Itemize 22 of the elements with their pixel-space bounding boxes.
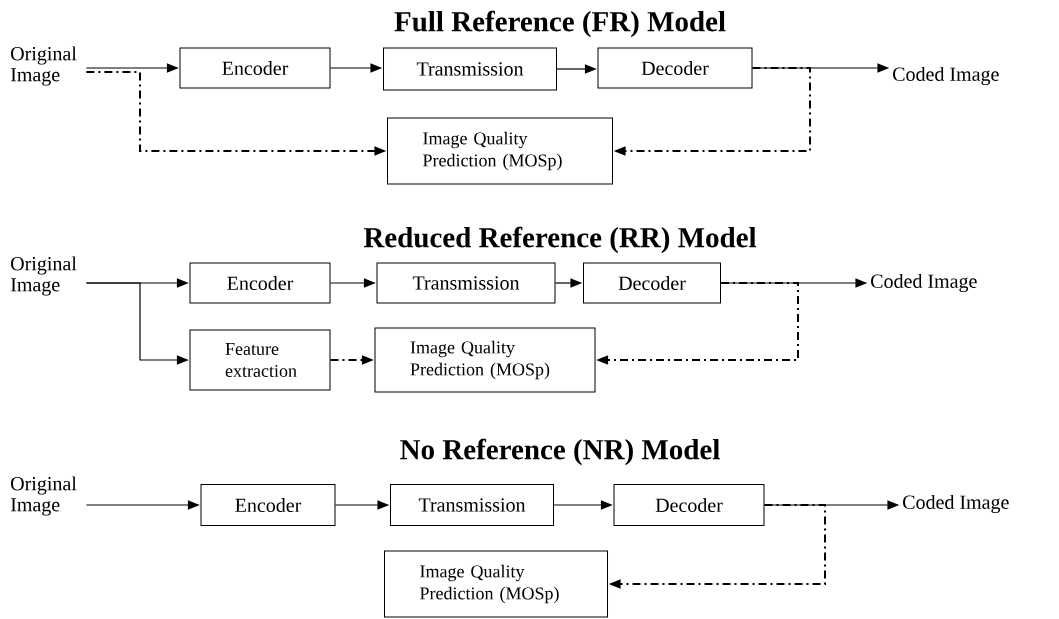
- process-box: Image Quality Prediction (MOSp): [384, 550, 608, 618]
- process-box: Encoder: [179, 47, 331, 89]
- process-box: Image Quality Prediction (MOSp): [374, 327, 596, 393]
- process-box: Transmission: [390, 484, 554, 526]
- section-heading: Full Reference (FR) Model: [394, 10, 726, 38]
- process-box: Decoder: [583, 262, 721, 304]
- process-box: Encoder: [189, 262, 331, 304]
- process-box: Image Quality Prediction (MOSp): [387, 117, 613, 185]
- process-box: Decoder: [597, 47, 753, 89]
- output-label: Coded Image: [871, 273, 977, 293]
- input-label: Original Image: [10, 46, 77, 86]
- process-box: Transmission: [376, 262, 556, 304]
- section-heading: No Reference (NR) Model: [400, 438, 720, 466]
- section-heading: Reduced Reference (RR) Model: [363, 226, 757, 254]
- process-box: Encoder: [200, 484, 336, 526]
- process-box: Transmission: [383, 47, 557, 91]
- process-box: Decoder: [613, 484, 765, 526]
- input-label: Original Image: [10, 256, 77, 296]
- output-label: Coded Image: [903, 494, 1009, 514]
- output-label: Coded Image: [893, 66, 999, 86]
- process-box: Feature extraction: [189, 329, 331, 391]
- input-label: Original Image: [10, 476, 77, 516]
